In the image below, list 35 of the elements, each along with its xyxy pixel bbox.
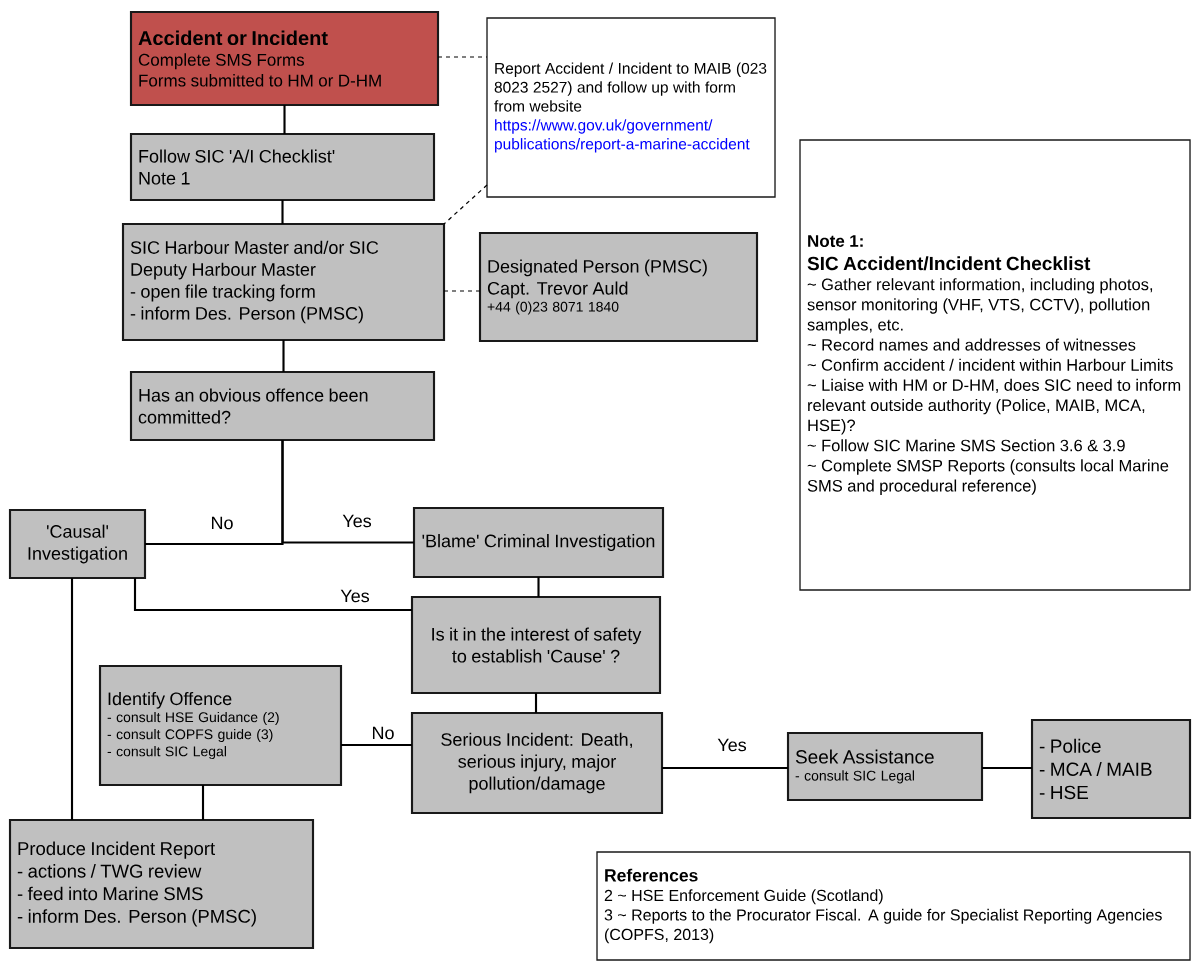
process-box: Follow SIC 'A/I Checklist' Note 1 xyxy=(129,132,436,202)
process-box: 'Blame' Criminal Investigation xyxy=(412,506,665,579)
edge-label: No xyxy=(370,725,396,741)
connector-line xyxy=(437,56,488,58)
connector-line xyxy=(201,785,205,820)
connector-line xyxy=(70,578,74,820)
connector-line xyxy=(283,105,286,134)
connector-line xyxy=(534,693,538,713)
connector-line xyxy=(281,440,414,544)
process-box: 'Causal' Investigation xyxy=(8,508,147,580)
connector-line xyxy=(982,766,1032,770)
connector-line xyxy=(281,200,284,224)
connector-line xyxy=(341,743,412,747)
process-box: SIC Harbour Master and/or SIC Deputy Harbour Master - open file tracking form - inform Des. Person (PMSC) xyxy=(121,222,446,342)
connector-line xyxy=(282,340,285,372)
edge-label: Yes xyxy=(339,588,371,604)
connector-line xyxy=(443,184,488,225)
edge-label: Yes xyxy=(716,737,748,753)
process-box: Identify Offence - consult HSE Guidance (2) - consult COPFS guide (3) - consult SIC Legal xyxy=(98,664,343,787)
contact-box: Designated Person (PMSC) Capt. Trevor Auld +44 (0)23 8071 1840 xyxy=(478,231,759,343)
process-box: - Police - MCA / MAIB - HSE xyxy=(1030,718,1192,820)
decision-box: Has an obvious offence been committed? xyxy=(129,370,436,442)
note-box: Note 1: SIC Accident/Incident Checklist ~ Gather relevant information, including photos, sensor monitoring (VHF, VTS, CCTV), pollution samples, etc. ~ Record names and addresses of witnesses ~ Confirm accident / incident within Harbour Limits ~ Liaise with HM or D-HM, does SIC need to inform relevant outside authority (Police, MAIB, MCA, HSE)? ~ Follow SIC Marine SMS Section 3.6 & 3.9 ~ Complete SMSP Reports (consults local Marine SMS and procedural reference) xyxy=(799,139,1191,591)
process-box: Seek Assistance - consult SIC Legal xyxy=(786,731,984,802)
decision-box: Is it in the interest of safety to establish 'Cause' ? xyxy=(410,595,662,695)
decision-box: Serious Incident: Death, serious injury, major pollution/damage xyxy=(410,711,664,815)
process-box: Produce Incident Report - actions / TWG review - feed into Marine SMS - inform Des. Person (PMSC) xyxy=(8,818,315,950)
note-box: Report Accident / Incident to MAIB (023 8023 2527) and follow up with form from website https://www.gov.uk/government/publications/report-a-marine-accident xyxy=(486,17,776,198)
edge-label: No xyxy=(209,515,235,531)
connector-line xyxy=(537,577,540,597)
connector-line xyxy=(133,578,412,612)
edge-label: Yes xyxy=(341,513,373,529)
connector-line xyxy=(662,766,788,770)
references-box: References 2 ~ HSE Enforcement Guide (Scotland) 3 ~ Reports to the Procurator Fiscal. A guide for Specialist Reporting Agencies (COPFS, 2013) xyxy=(596,851,1191,961)
process-box: Accident or Incident Complete SMS Forms Forms submitted to HM or D-HM xyxy=(129,10,440,107)
